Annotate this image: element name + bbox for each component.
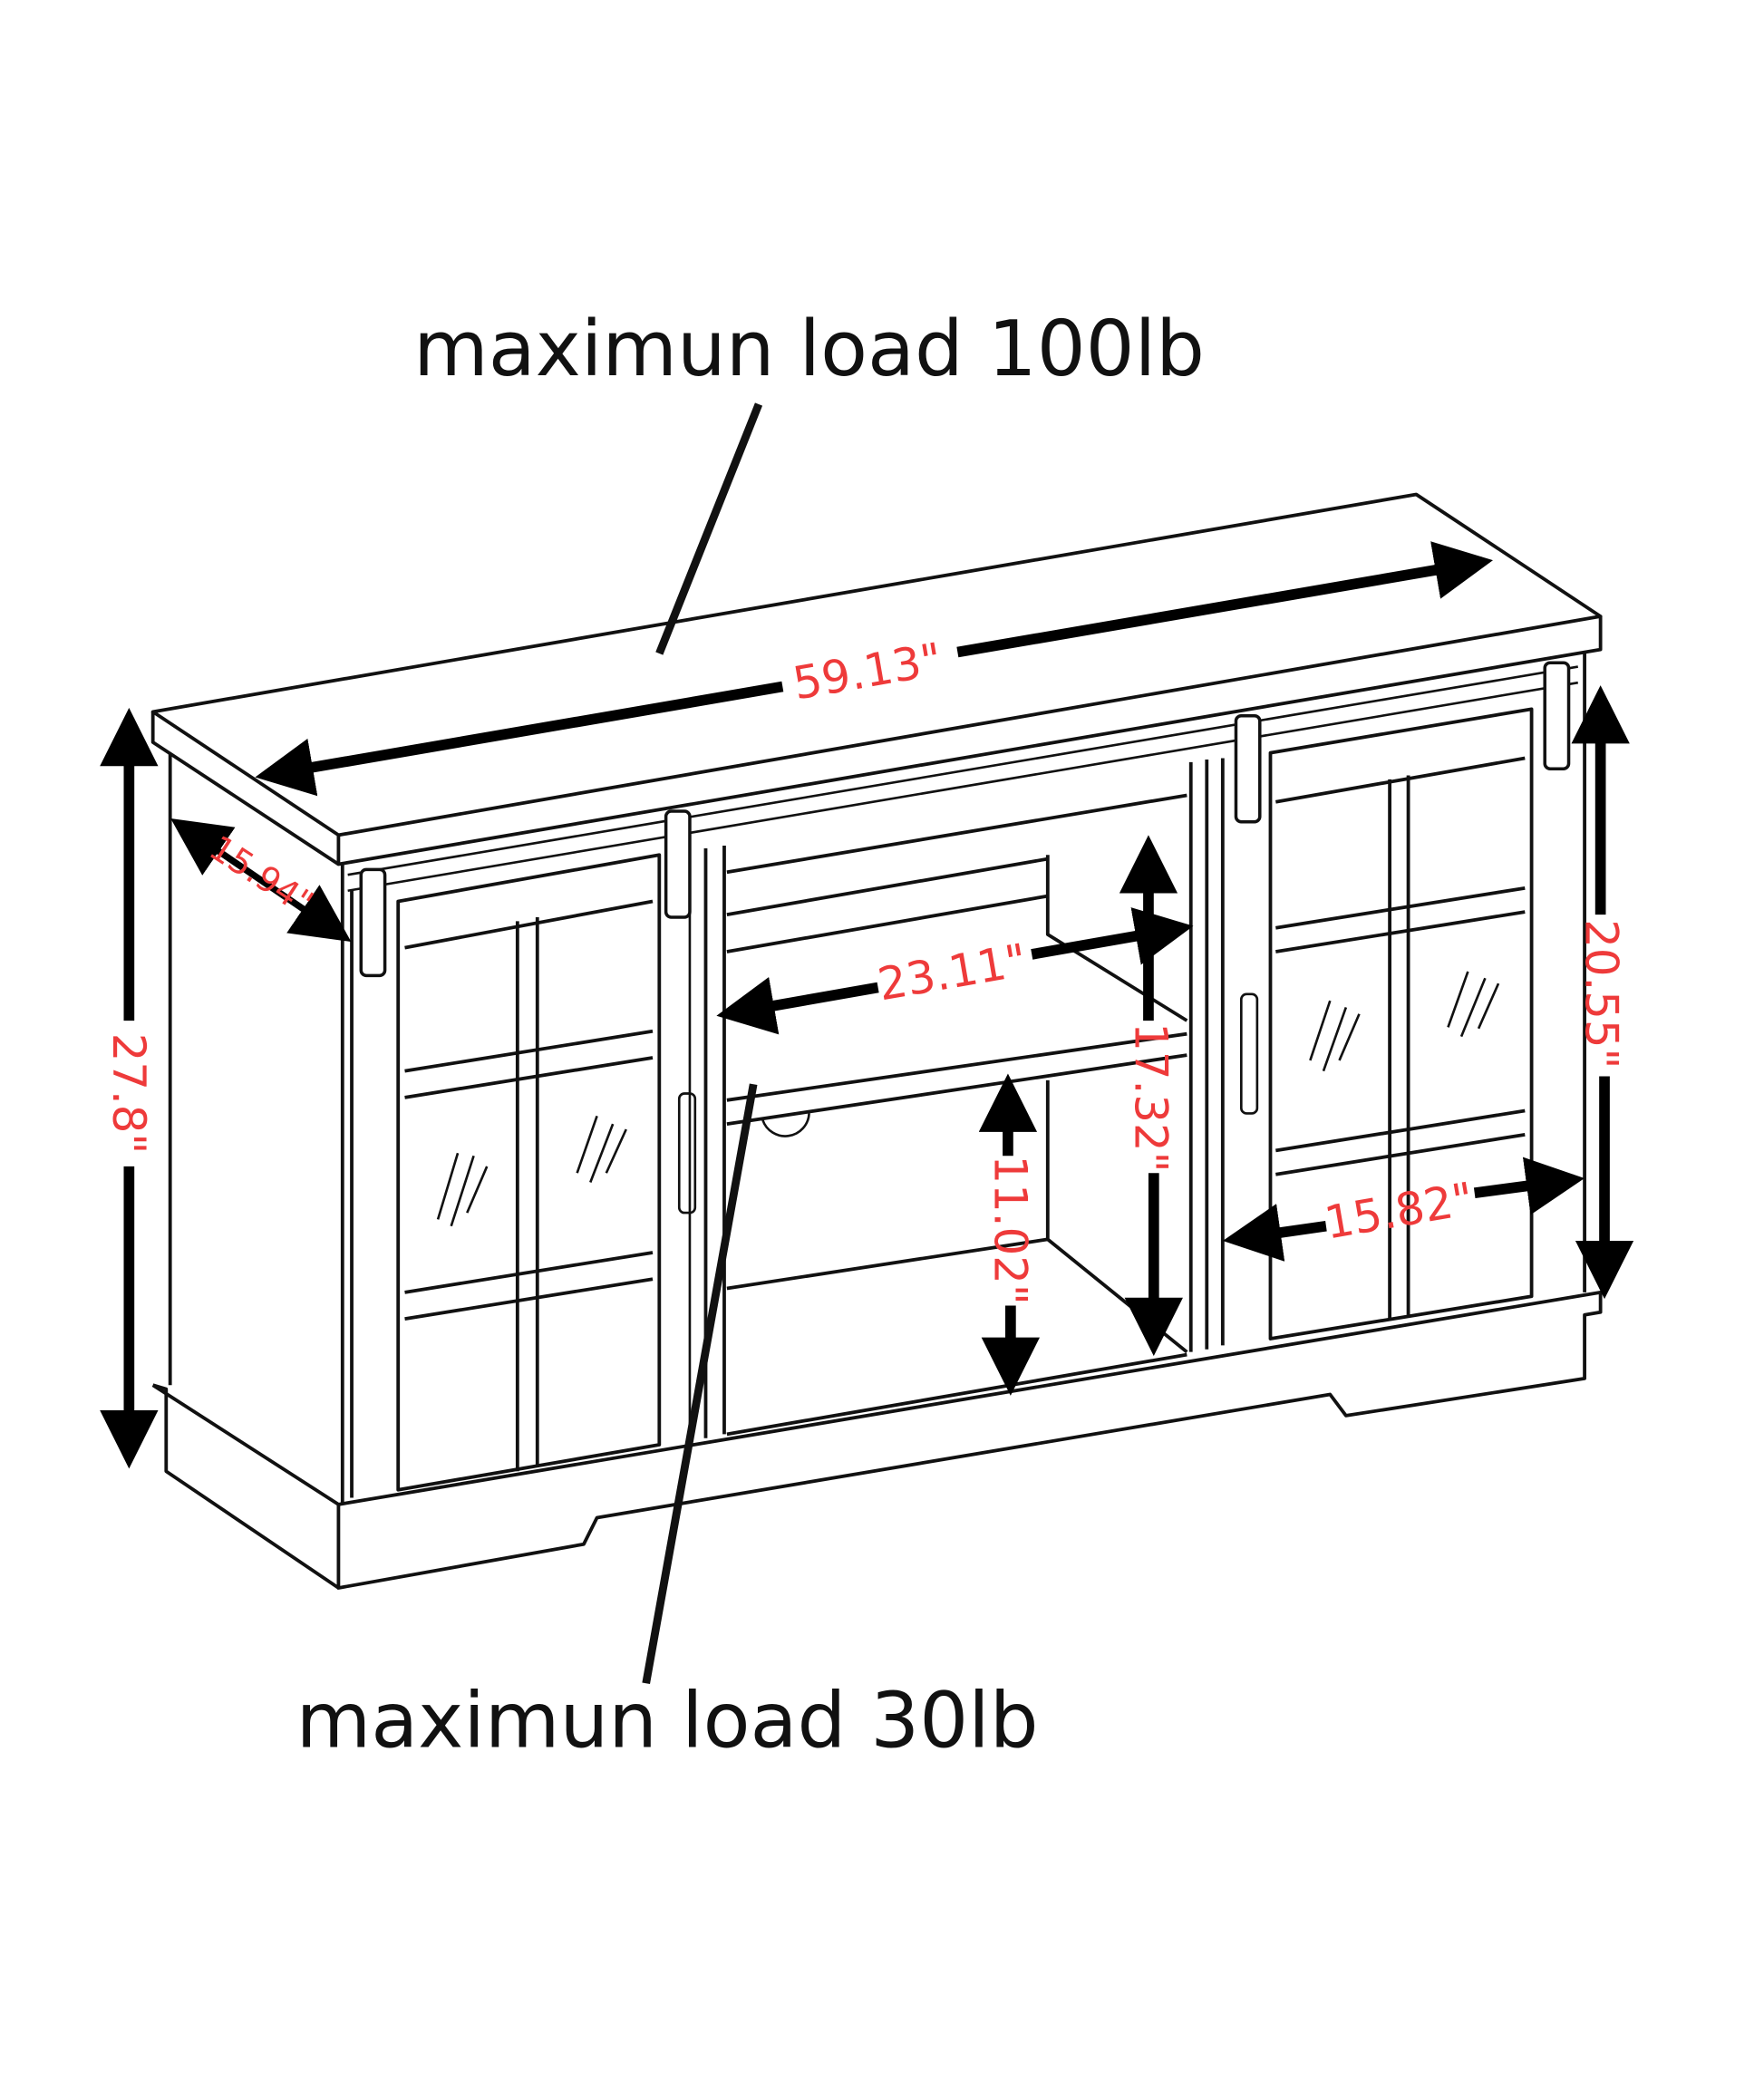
center-open-shelf: [703, 759, 1209, 1438]
door-height-label: 20.55": [1575, 919, 1628, 1069]
shelf-load-leader-line: [642, 1083, 758, 1685]
upper-opening-label: 17.32": [1124, 1022, 1177, 1172]
dimension-arrows: [100, 541, 1634, 1469]
door-width-label: 15.82": [1321, 1172, 1478, 1249]
door-width-arrow: [1222, 1204, 1327, 1262]
shelf-load-annotation: maximun load 30lb: [296, 1676, 1039, 1766]
depth-arrow: [170, 818, 352, 943]
width-label: 59.13": [790, 633, 946, 710]
left-door: [350, 809, 697, 1498]
shelf-width-arrow: [1031, 907, 1194, 965]
right-door: [1220, 661, 1571, 1346]
top-load-leader-line: [655, 402, 763, 655]
shelf-width-arrow: [716, 976, 879, 1035]
width-arrow: [255, 681, 784, 797]
width-arrow: [956, 541, 1494, 658]
top-load-annotation: maximun load 100lb: [413, 305, 1205, 394]
height-label: 27.8": [102, 1033, 155, 1155]
lower-opening-label: 11.02": [984, 1156, 1036, 1305]
door-width-arrow: [1473, 1157, 1585, 1215]
shelf-width-label: 23.11": [874, 934, 1031, 1011]
